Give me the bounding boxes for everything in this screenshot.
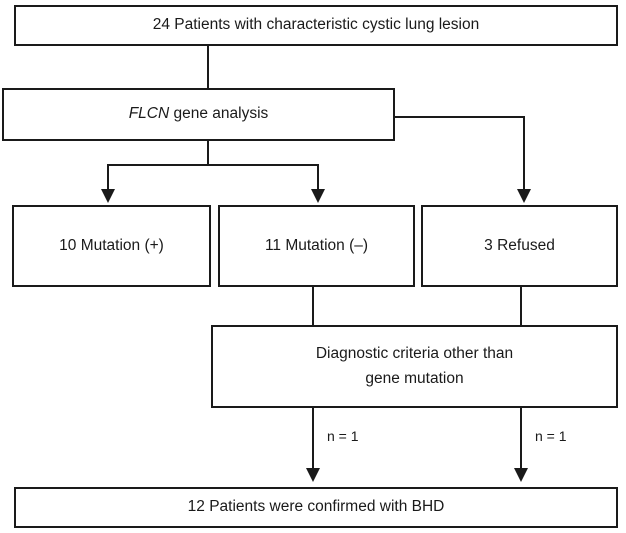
node-mutation-positive-label: 10 Mutation (+) <box>59 236 164 254</box>
node-other-criteria-line1: Diagnostic criteria other than <box>315 344 514 362</box>
gene-name-flcn: FLCN <box>128 105 170 123</box>
connector-negative-to-criteria <box>312 287 314 325</box>
connector-cohort-to-flcn <box>207 46 209 88</box>
arrowhead-to-mutation-negative <box>311 189 325 203</box>
node-flcn-analysis-label: FLCN gene analysis <box>123 103 275 125</box>
node-cohort: 24 Patients with characteristic cystic l… <box>14 5 618 46</box>
node-confirmed-label: 12 Patients were confirmed with BHD <box>187 498 445 516</box>
edge-label-from-negative: n = 1 <box>327 428 359 444</box>
connector-branch-middle <box>317 164 319 190</box>
node-refused-label: 3 Refused <box>484 236 555 254</box>
connector-flcn-stem <box>207 141 209 166</box>
node-other-criteria: Diagnostic criteria other than gene muta… <box>211 325 618 408</box>
node-mutation-negative: 11 Mutation (–) <box>218 205 415 287</box>
connector-criteria-right-to-confirmed <box>520 408 522 469</box>
arrowhead-criteria-right-to-confirmed <box>514 468 528 482</box>
node-other-criteria-line2: gene mutation <box>365 369 464 387</box>
arrowhead-criteria-left-to-confirmed <box>306 468 320 482</box>
arrowhead-to-refused <box>517 189 531 203</box>
connector-branch-left <box>107 164 109 190</box>
connector-branch-bar <box>107 164 319 166</box>
connector-flcn-right-horizontal <box>395 116 525 118</box>
node-mutation-positive: 10 Mutation (+) <box>12 205 211 287</box>
connector-criteria-left-to-confirmed <box>312 408 314 469</box>
connector-refused-vertical <box>523 116 525 190</box>
node-mutation-negative-label: 11 Mutation (–) <box>264 236 369 254</box>
node-flcn-analysis: FLCN gene analysis <box>2 88 395 141</box>
node-flcn-analysis-label-rest: gene analysis <box>169 105 269 123</box>
node-other-criteria-label: Diagnostic criteria other than gene muta… <box>310 342 519 392</box>
node-cohort-label: 24 Patients with characteristic cystic l… <box>152 16 480 34</box>
node-refused: 3 Refused <box>421 205 618 287</box>
connector-refused-to-criteria <box>520 287 522 325</box>
arrowhead-to-mutation-positive <box>101 189 115 203</box>
edge-label-from-refused: n = 1 <box>535 428 567 444</box>
node-confirmed: 12 Patients were confirmed with BHD <box>14 487 618 528</box>
